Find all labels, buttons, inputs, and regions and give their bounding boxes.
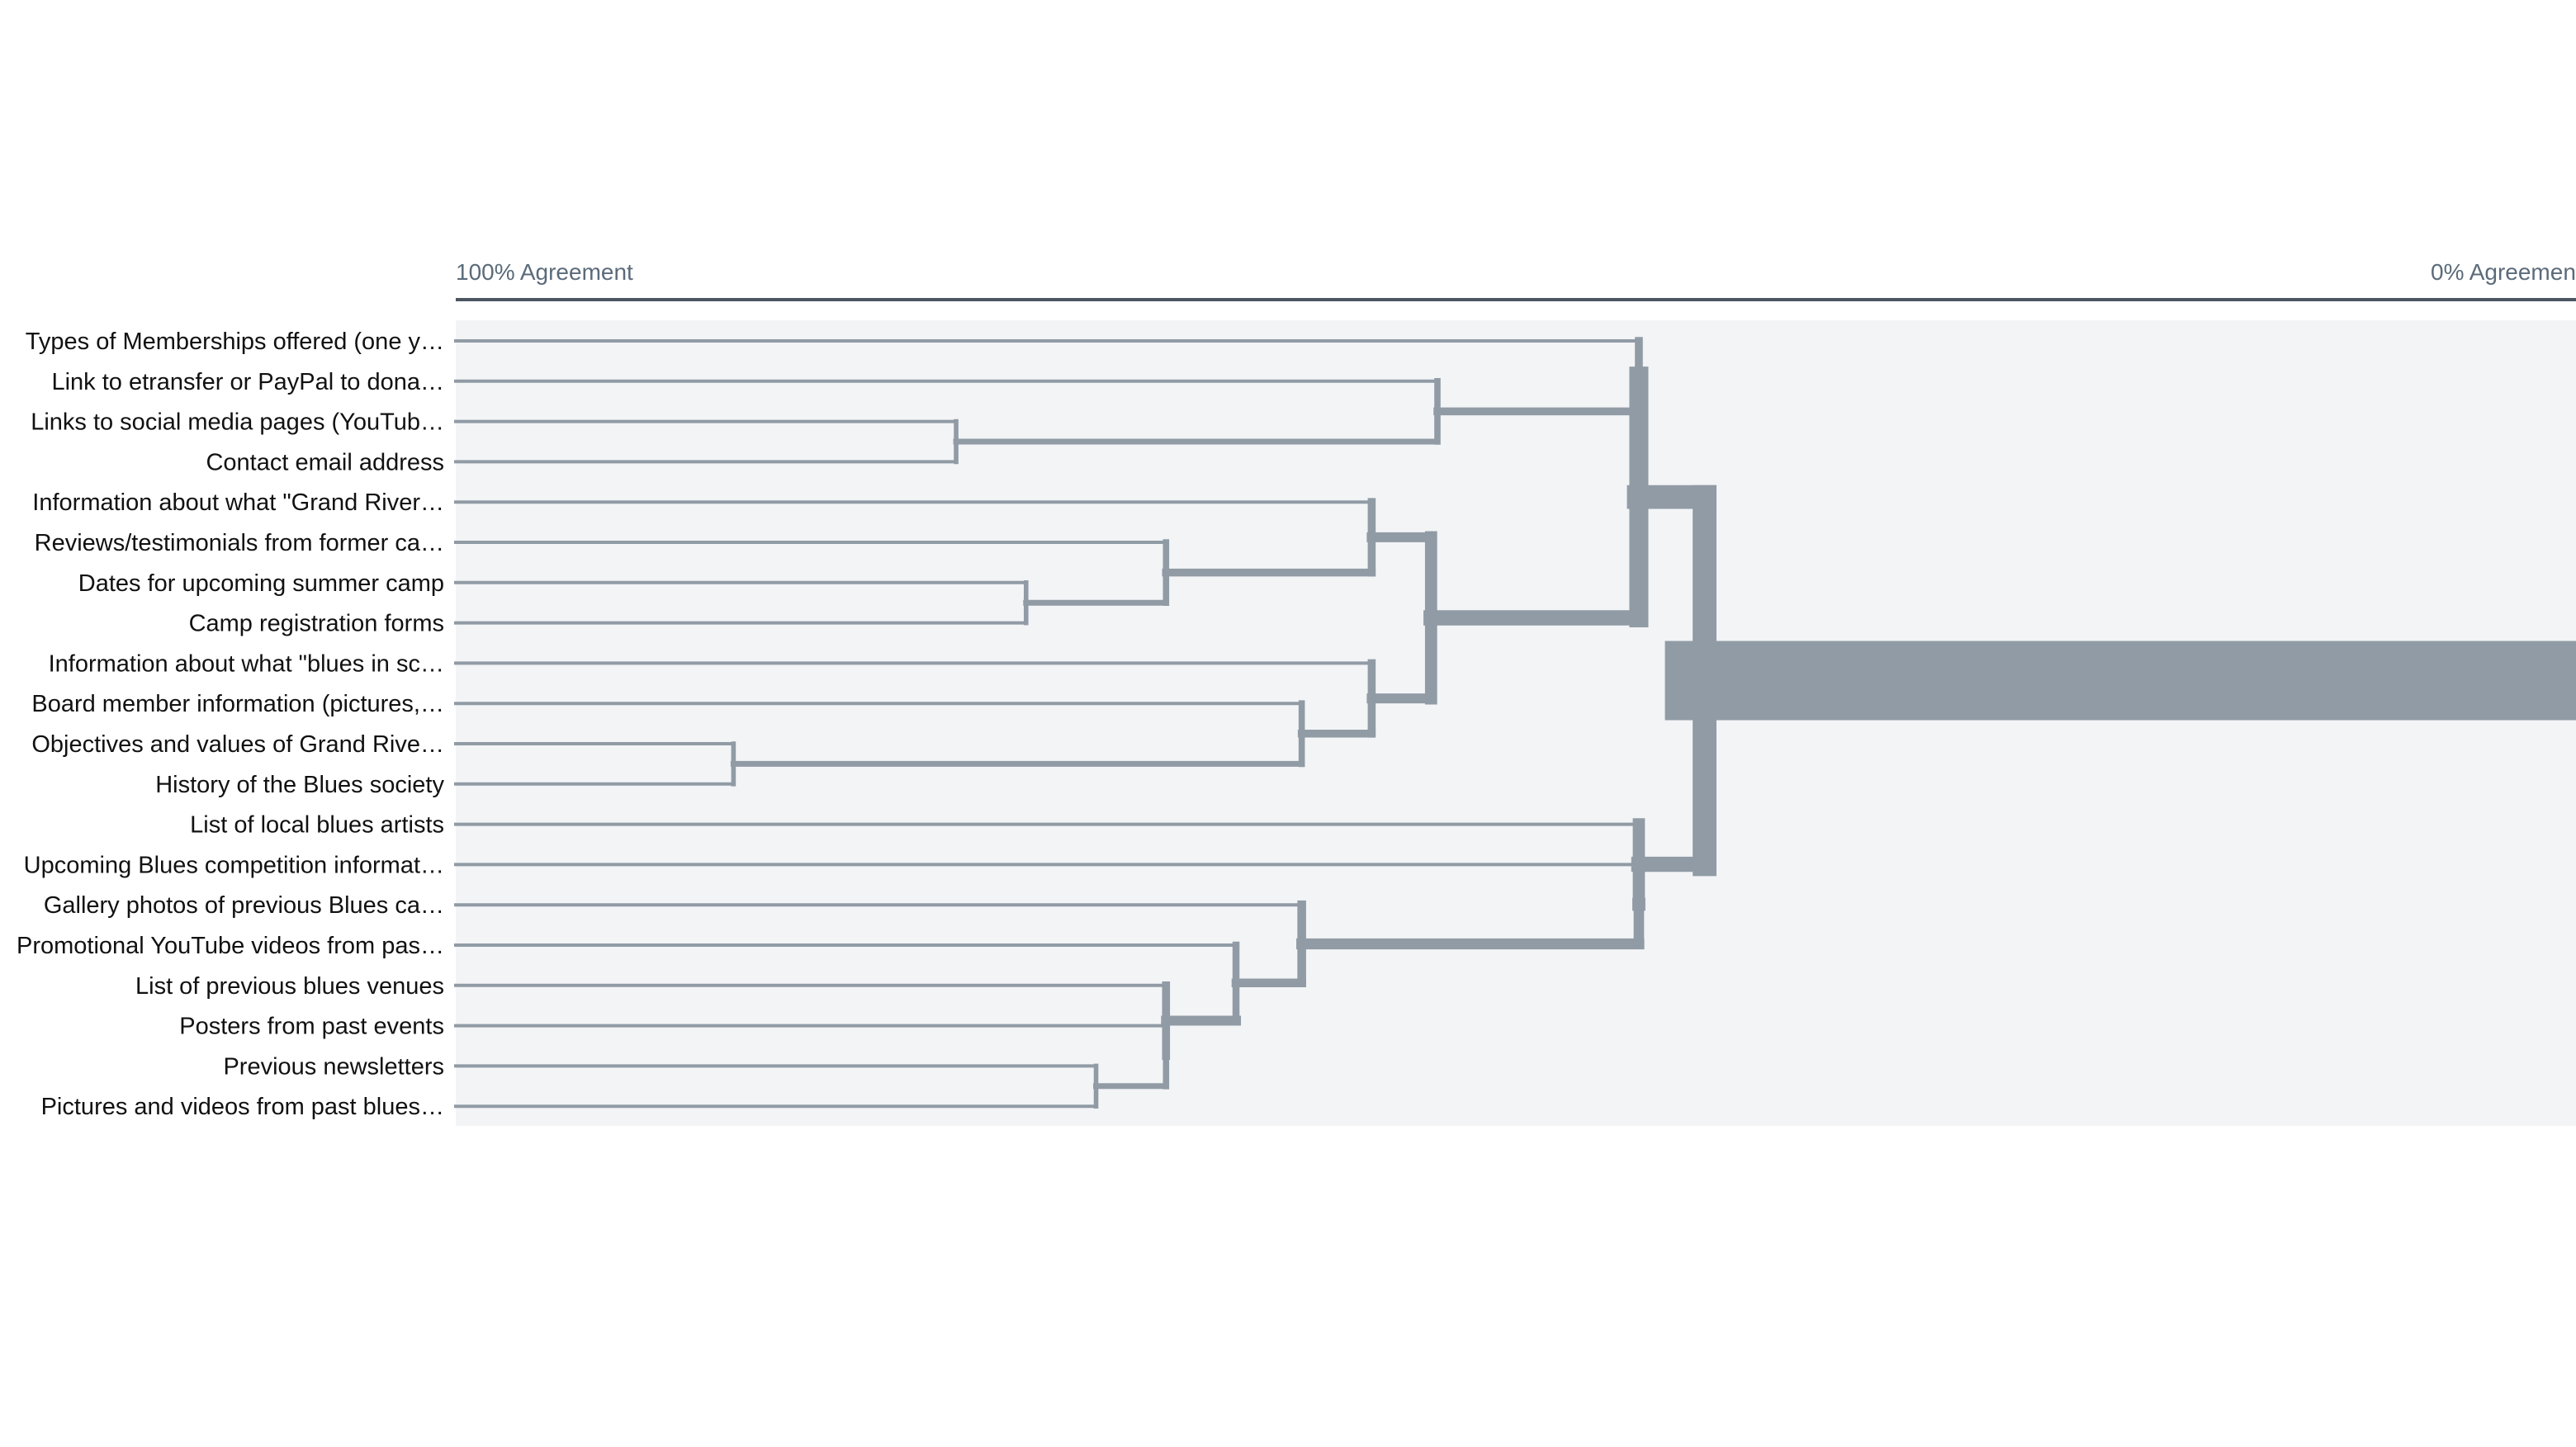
axis-right-label: 0% Agreement (2431, 259, 2576, 285)
leaf-label: Gallery photos of previous Blues ca… (44, 892, 444, 919)
leaf-label: Posters from past events (179, 1014, 444, 1040)
plot-band (456, 320, 2576, 1126)
leaf-label: Promotional YouTube videos from pas… (17, 933, 444, 959)
leaf-label: Information about what "Grand River… (32, 489, 444, 516)
leaf-label: Links to social media pages (YouTub… (31, 409, 444, 436)
leaf-label: Contact email address (206, 449, 444, 475)
leaf-label: List of previous blues venues (135, 973, 444, 1000)
leaf-label: Board member information (pictures,… (31, 691, 444, 717)
leaf-label: Information about what "blues in sc… (49, 650, 444, 677)
leaf-label: History of the Blues society (155, 772, 444, 798)
leaf-label: Dates for upcoming summer camp (78, 570, 444, 597)
leaf-label: Types of Memberships offered (one y… (26, 329, 444, 355)
leaf-label: Camp registration forms (189, 611, 444, 637)
leaf-label: Pictures and videos from past blues… (41, 1094, 444, 1120)
leaf-label: List of local blues artists (190, 812, 444, 839)
axis-left-label: 100% Agreement (456, 259, 633, 285)
dendrogram-branches (454, 337, 2576, 1109)
leaf-label: Link to etransfer or PayPal to dona… (51, 369, 444, 395)
leaf-label: Upcoming Blues competition informat… (24, 852, 444, 878)
leaf-label: Previous newsletters (223, 1053, 444, 1080)
leaf-label-group: Types of Memberships offered (one y… Link… (17, 329, 444, 1120)
leaf-label: Objectives and values of Grand Rive… (31, 731, 444, 758)
leaf-label: Reviews/testimonials from former ca… (35, 530, 444, 556)
